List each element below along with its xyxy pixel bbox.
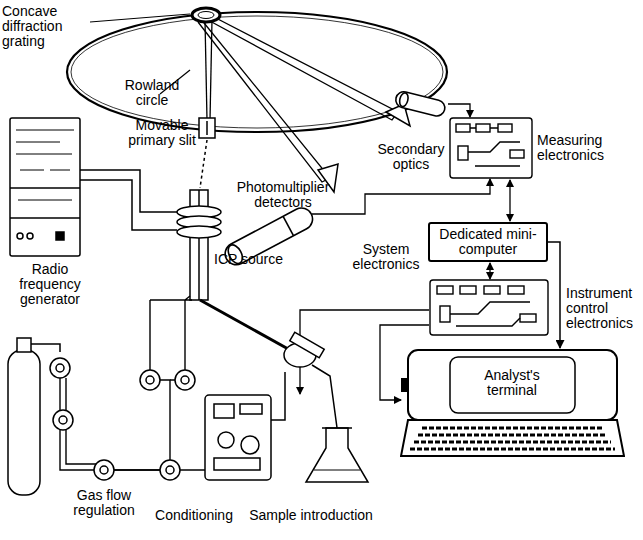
- rowland-circle: [67, 12, 447, 132]
- light-rays: [160, 16, 398, 182]
- nebulizer: [200, 300, 340, 450]
- part-label: Rowland circle: [112, 78, 192, 108]
- sample-flask: [306, 428, 368, 482]
- process-box: Dedicated mini-computer: [428, 222, 548, 262]
- part-label: ICP source: [214, 252, 294, 267]
- conditioning-unit: [205, 372, 285, 480]
- icp-torch: [80, 170, 221, 300]
- part-label: Conditioning: [146, 508, 242, 523]
- photomultiplier-tube: [221, 90, 446, 269]
- box-text: Dedicated mini-computer: [436, 227, 540, 257]
- terminal-node: Analyst's terminal: [400, 348, 625, 460]
- diffraction-grating: [90, 8, 220, 22]
- part-label: Gas flow regulation: [54, 488, 154, 518]
- part-label: Movable primary slit: [128, 118, 196, 148]
- part-label: Photomultiplier detectors: [236, 180, 330, 210]
- part-label: Measuring electronics: [537, 133, 641, 163]
- primary-slit: [199, 118, 215, 188]
- circuit-board: [430, 118, 548, 335]
- control-connector: [548, 242, 560, 348]
- rf-generator: [10, 118, 80, 256]
- part-label: Sample introduction: [244, 508, 378, 523]
- screen-text: Analyst's terminal: [466, 368, 558, 398]
- part-label: Secondary optics: [372, 142, 450, 172]
- connector-label: Instrument control electronics: [566, 286, 642, 331]
- gas-lines: [60, 296, 205, 470]
- part-label: Concave diffraction grating: [2, 4, 98, 49]
- flow-gauge: [50, 358, 195, 480]
- terminal-outline: [400, 348, 625, 460]
- part-label: System electronics: [346, 242, 426, 272]
- part-label: Radio frequency generator: [2, 262, 98, 307]
